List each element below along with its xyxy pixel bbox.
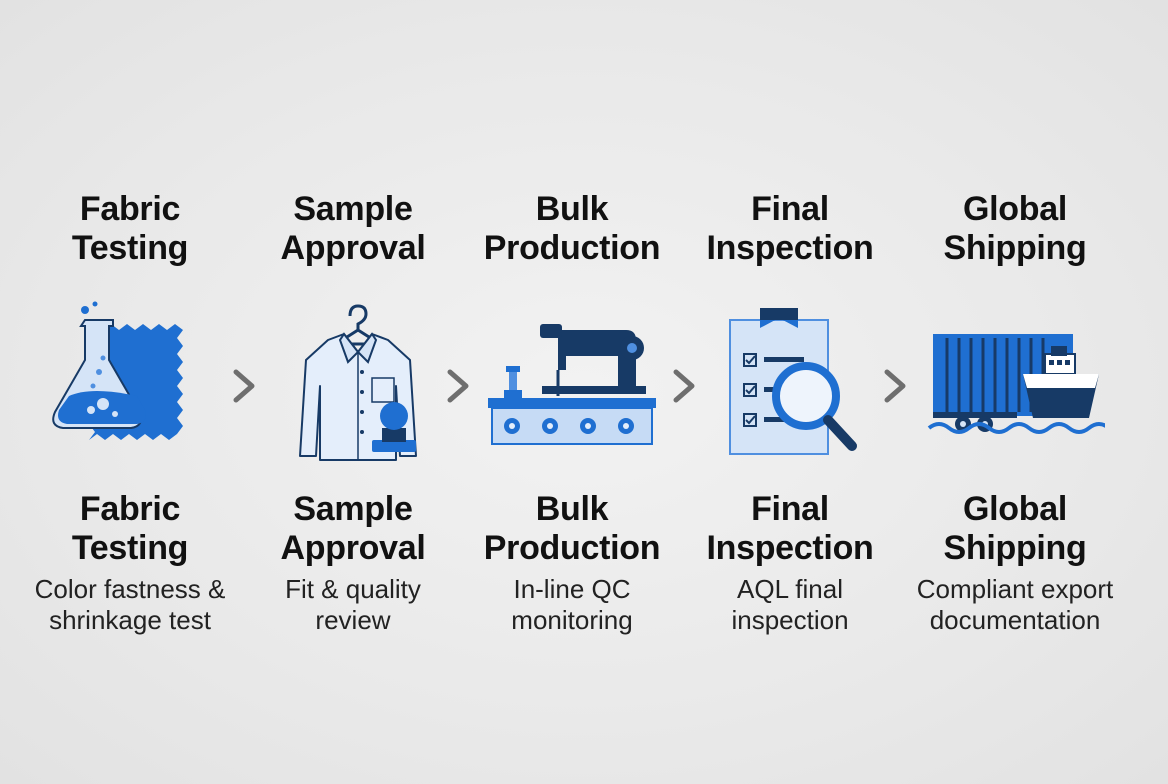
- step-caption: Final Inspection AQL final inspection: [670, 490, 910, 636]
- step-final-inspection: Final Inspection: [670, 190, 910, 635]
- caption-title: Fabric Testing: [71, 490, 189, 567]
- caption-title: Global Shipping: [943, 490, 1087, 567]
- sewing-machine-icon: [452, 300, 692, 470]
- chevron-right-icon: [447, 369, 469, 403]
- step-caption: Sample Approval Fit & quality review: [233, 490, 473, 636]
- caption-title: Final Inspection: [706, 490, 874, 567]
- caption-description: Color fastness & shrinkage test: [34, 574, 226, 635]
- step-caption: Global Shipping Compliant export documen…: [895, 490, 1135, 636]
- caption-title: Bulk Production: [483, 490, 661, 567]
- chevron-right-icon: [233, 369, 255, 403]
- flask-fabric-swatch-icon: [10, 300, 250, 470]
- step-caption: Fabric Testing Color fastness & shrinkag…: [10, 490, 250, 636]
- step-global-shipping: Global Shipping: [895, 190, 1135, 635]
- step-caption: Bulk Production In-line QC monitoring: [452, 490, 692, 636]
- step-title: Bulk Production: [483, 190, 661, 267]
- caption-title: Sample Approval: [280, 490, 426, 567]
- step-title: Fabric Testing: [71, 190, 189, 267]
- step-title: Final Inspection: [706, 190, 874, 267]
- checklist-magnifier-icon: [670, 300, 910, 470]
- shirt-approval-stamp-icon: [233, 300, 473, 470]
- caption-description: Fit & quality review: [285, 574, 421, 635]
- chevron-right-icon: [673, 369, 695, 403]
- step-sample-approval: Sample Approval: [233, 190, 473, 635]
- step-bulk-production: Bulk Production: [452, 190, 692, 635]
- caption-description: Compliant export documentation: [916, 574, 1114, 635]
- caption-description: AQL final inspection: [731, 574, 849, 635]
- chevron-right-icon: [884, 369, 906, 403]
- step-title: Sample Approval: [280, 190, 426, 267]
- container-ship-icon: [895, 300, 1135, 470]
- step-title: Global Shipping: [943, 190, 1087, 267]
- caption-description: In-line QC monitoring: [511, 574, 633, 635]
- step-fabric-testing: Fabric Testing Fabric Testing Color fast…: [10, 190, 250, 635]
